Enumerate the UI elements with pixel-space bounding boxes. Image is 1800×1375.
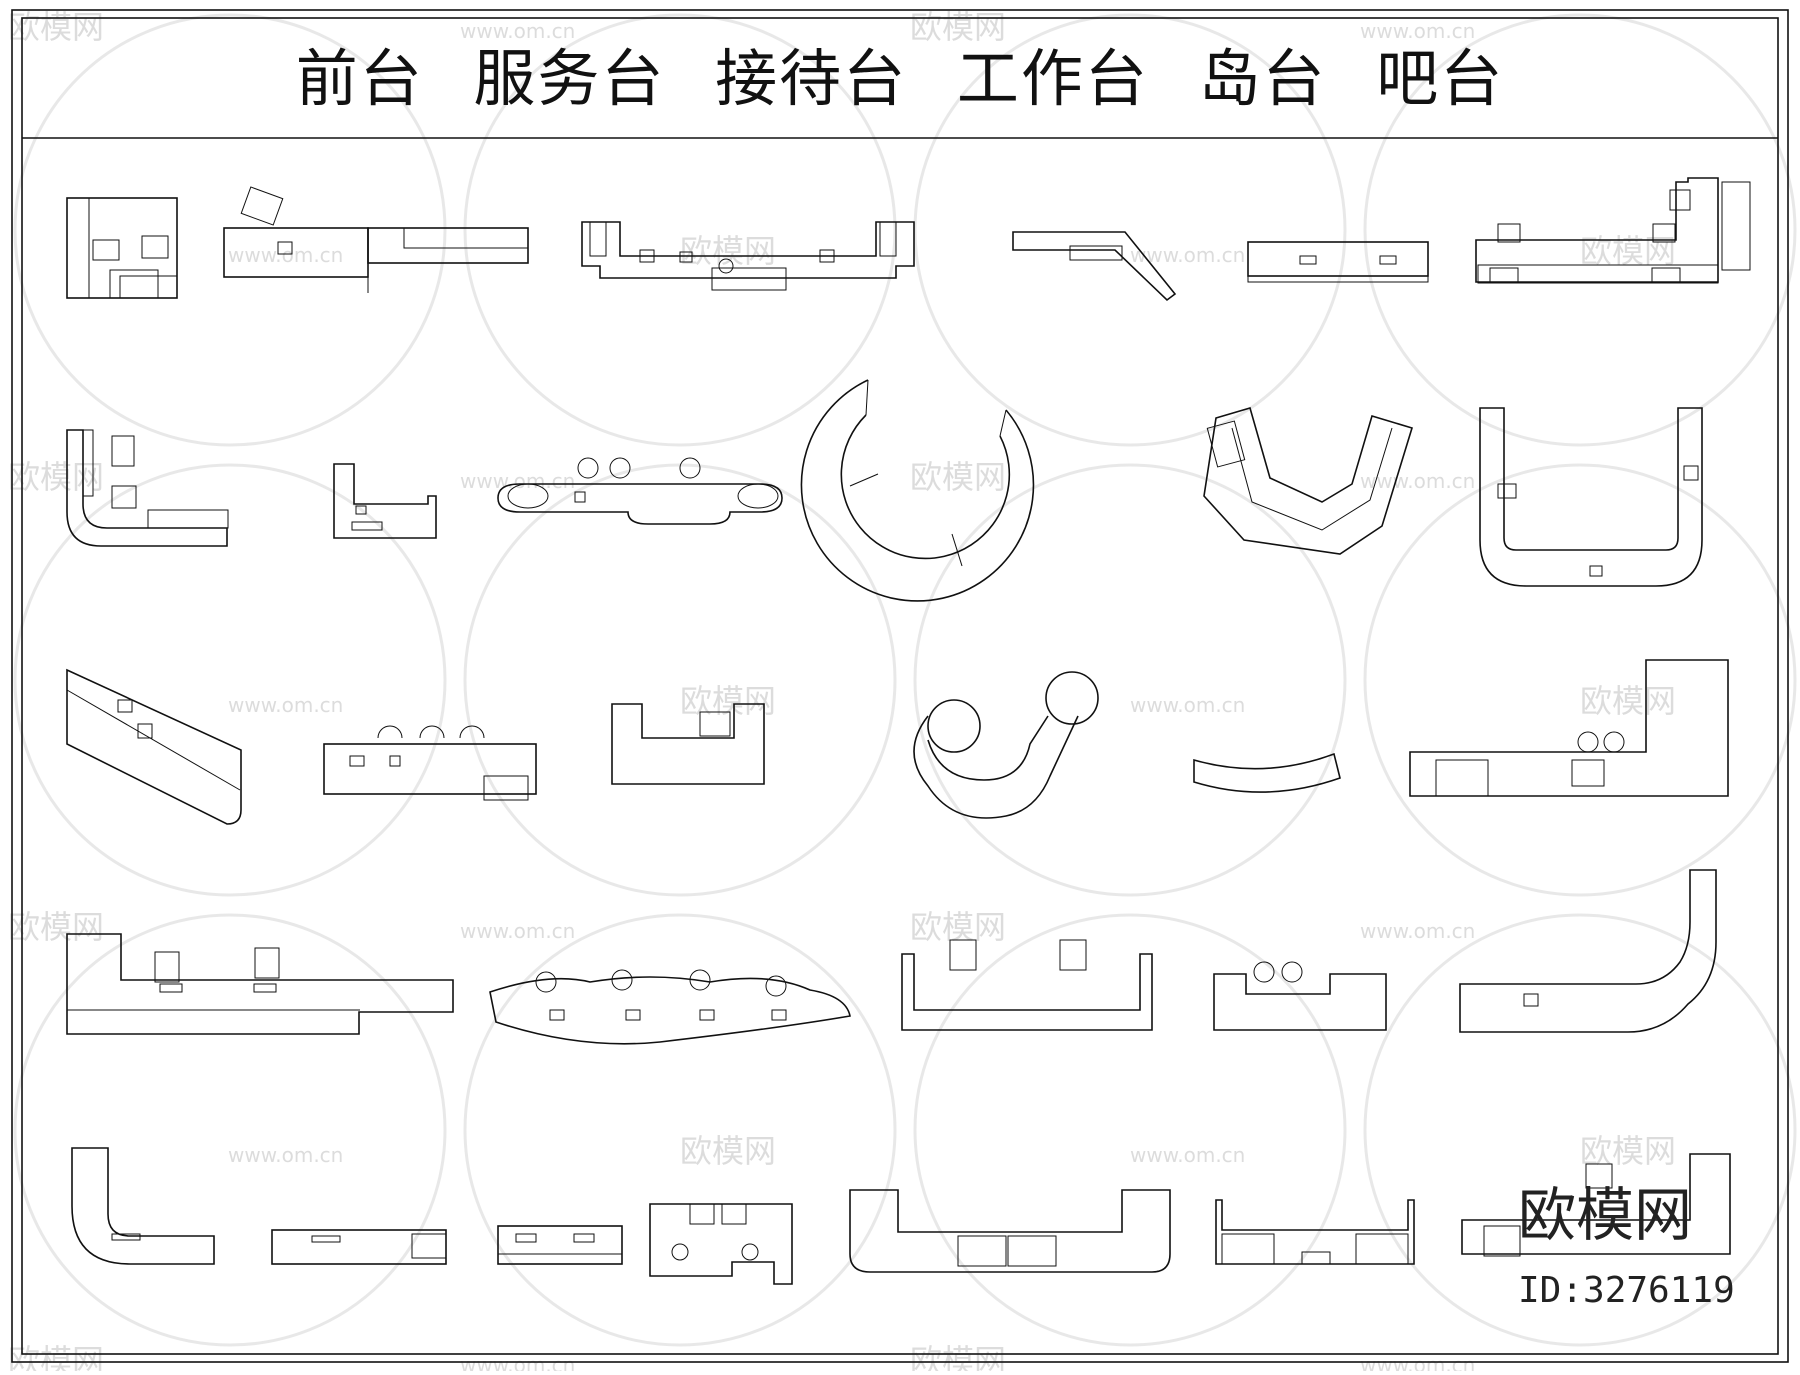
desk-plan-r3-1 bbox=[66, 668, 242, 825]
desk-plan-r3-6 bbox=[1409, 659, 1729, 797]
desk-plan-r3-3 bbox=[611, 703, 765, 785]
watermark-brand: 欧模网 bbox=[680, 232, 776, 270]
watermark-layer: 欧模网 www.om.cn 欧模网 www.om.cn 欧模网 www.om.cn 欧模网 w… bbox=[8, 8, 1797, 1375]
watermark-site: www.om.cn bbox=[460, 1353, 575, 1371]
desk-plan-r1-3 bbox=[581, 221, 915, 291]
desk-plan-r1-5 bbox=[1247, 241, 1429, 283]
watermark-site: www.om.cn bbox=[228, 1143, 343, 1167]
watermark-site: www.om.cn bbox=[228, 243, 343, 267]
desk-plan-r1-4 bbox=[1012, 231, 1177, 302]
desk-plan-r5-3 bbox=[497, 1225, 623, 1265]
page-title: 前台 服务台 接待台 工作台 岛台 吧台 bbox=[295, 42, 1505, 115]
desk-plan-r1-6 bbox=[1475, 177, 1751, 284]
desk-plan-r2-6 bbox=[1479, 407, 1703, 587]
watermark-site: www.om.cn bbox=[1360, 1353, 1475, 1371]
desk-plan-r3-4 bbox=[913, 671, 1099, 819]
watermark-brand: 欧模网 bbox=[1580, 232, 1676, 270]
desk-plan-r3-5 bbox=[1193, 752, 1341, 793]
outer-frame bbox=[11, 9, 1789, 1363]
watermark-brand: 欧模网 bbox=[680, 682, 776, 720]
watermark-brand: 欧模网 bbox=[1580, 682, 1676, 720]
desk-plan-r5-6 bbox=[1215, 1199, 1415, 1265]
desk-plan-r2-5 bbox=[1203, 407, 1414, 555]
watermark-site: www.om.cn bbox=[1360, 19, 1475, 43]
watermark-site: www.om.cn bbox=[1130, 693, 1245, 717]
watermark-site: www.om.cn bbox=[460, 919, 575, 943]
desk-plan-r4-5 bbox=[1459, 869, 1717, 1033]
desk-plan-r3-2 bbox=[323, 725, 537, 801]
brand-id: ID:3276119 bbox=[1518, 1270, 1735, 1311]
desk-plan-r4-1 bbox=[66, 933, 454, 1035]
watermark-site: www.om.cn bbox=[1360, 469, 1475, 493]
watermark-site: www.om.cn bbox=[1360, 919, 1475, 943]
watermark-brand: 欧模网 bbox=[910, 458, 1006, 496]
desk-plan-r4-2 bbox=[489, 969, 851, 1045]
watermark-site: www.om.cn bbox=[1130, 1143, 1245, 1167]
desk-plan-r5-4 bbox=[649, 1203, 793, 1285]
watermark-site: www.om.cn bbox=[460, 19, 575, 43]
watermark-site: www.om.cn bbox=[460, 469, 575, 493]
watermark-brand: 欧模网 bbox=[910, 8, 1006, 46]
desk-plan-r2-4 bbox=[800, 379, 1035, 602]
desk-plan-r2-3 bbox=[497, 457, 783, 525]
watermark-site: www.om.cn bbox=[228, 693, 343, 717]
desk-plan-r5-7 bbox=[1461, 1153, 1731, 1257]
watermark-brand: 欧模网 bbox=[8, 908, 104, 946]
watermark-brand: 欧模网 bbox=[910, 1342, 1006, 1371]
brand-logo-name: 欧模网 bbox=[1518, 1181, 1693, 1249]
desk-plan-r1-1 bbox=[66, 197, 178, 299]
desk-plan-r2-1 bbox=[66, 429, 229, 547]
desk-plan-r5-2 bbox=[271, 1229, 447, 1265]
watermark-site: www.om.cn bbox=[1130, 243, 1245, 267]
watermark-brand: 欧模网 bbox=[8, 458, 104, 496]
desk-plan-r5-1 bbox=[71, 1147, 215, 1265]
desk-plan-r1-2 bbox=[223, 186, 529, 293]
desk-plan-r4-3 bbox=[901, 939, 1153, 1031]
inner-frame bbox=[21, 17, 1779, 1355]
watermark-brand: 欧模网 bbox=[8, 8, 104, 46]
watermark-brand: 欧模网 bbox=[8, 1342, 104, 1371]
desk-plan-r5-5 bbox=[849, 1189, 1171, 1273]
desk-plan-r4-4 bbox=[1213, 961, 1387, 1031]
watermark-brand: 欧模网 bbox=[680, 1132, 776, 1170]
desk-plan-r2-2 bbox=[333, 463, 437, 539]
